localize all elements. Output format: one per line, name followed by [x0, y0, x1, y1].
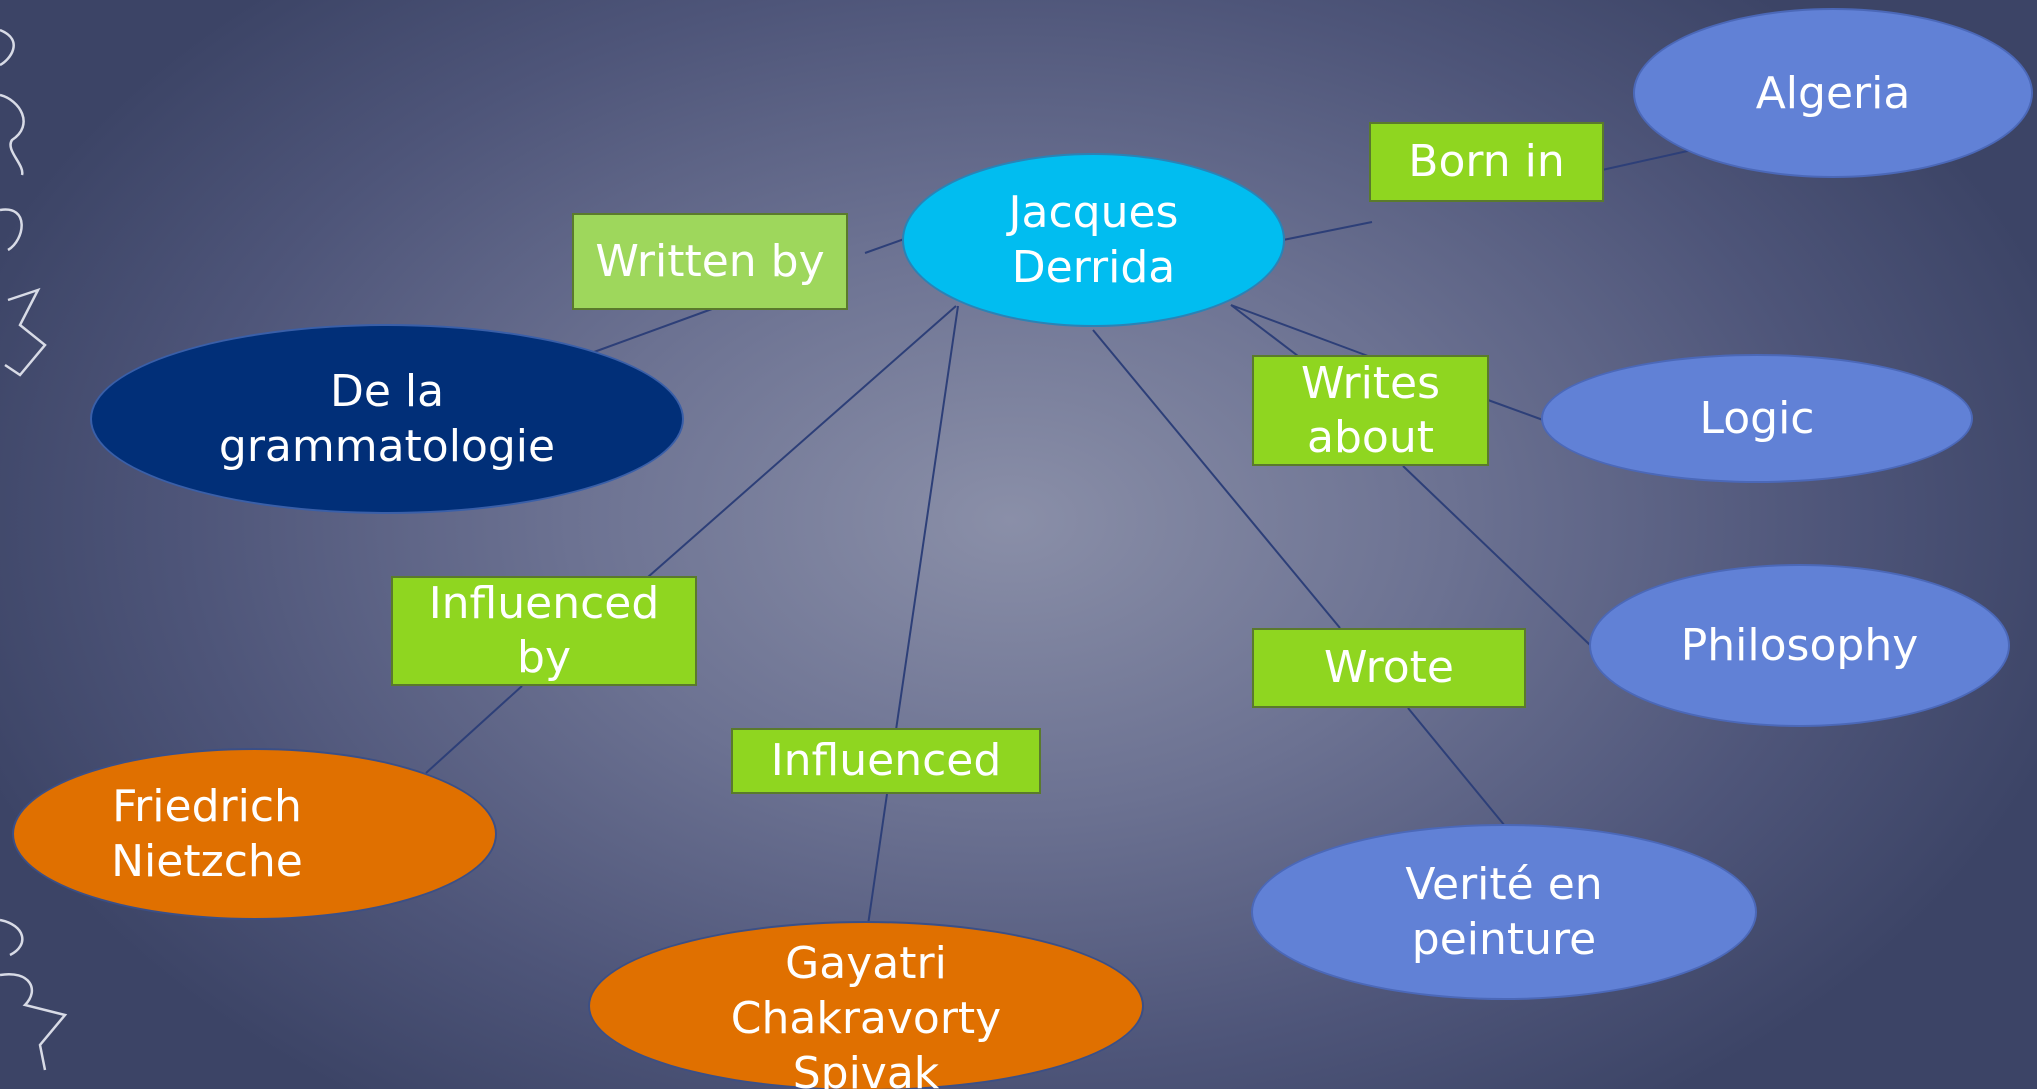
edge-writtenby-grammatologie [593, 308, 713, 353]
label-influenced-by-text: Influenced by [428, 578, 660, 683]
node-algeria-text: Algeria [1755, 67, 1911, 119]
node-jacques-derrida-text: Jacques Derrida [1008, 187, 1179, 293]
label-writes-about[interactable]: Writes about [1252, 355, 1489, 466]
edge-influencedby-nietzche [425, 685, 523, 774]
edge-center-writesabout-b [1230, 304, 1299, 357]
edge-center-bornin [1282, 221, 1373, 241]
label-influenced-by[interactable]: Influenced by [391, 576, 697, 686]
node-gayatri-spivak[interactable]: Gayatri Chakravorty Spivak [588, 921, 1144, 1089]
node-de-la-grammatologie[interactable]: De la grammatologie [90, 324, 684, 514]
edge-writesabout-logic [1487, 399, 1544, 421]
edge-center-influenced [895, 305, 959, 731]
label-written-by-text: Written by [595, 235, 825, 287]
edge-center-influencedby [647, 305, 957, 578]
puzzle-decoration-icon [0, 28, 68, 1071]
edge-center-wrote [1092, 329, 1341, 629]
node-algeria[interactable]: Algeria [1633, 8, 2033, 178]
node-friedrich-nietzche[interactable]: Friedrich Nietzche [12, 748, 497, 920]
node-logic-text: Logic [1699, 393, 1815, 444]
label-wrote[interactable]: Wrote [1252, 628, 1526, 708]
node-philosophy-text: Philosophy [1680, 620, 1919, 671]
edge-writesabout-philosophy [1402, 465, 1591, 646]
node-verite-en-peinture[interactable]: Verité en peinture [1251, 824, 1757, 1000]
label-born-in-text: Born in [1408, 136, 1565, 188]
label-written-by[interactable]: Written by [572, 213, 848, 310]
label-writes-about-text: Writes about [1300, 357, 1441, 463]
edge-center-writtenby [864, 237, 908, 254]
node-jacques-derrida[interactable]: Jacques Derrida [902, 153, 1285, 327]
node-philosophy[interactable]: Philosophy [1589, 564, 2010, 727]
node-grammatologie-text: De la grammatologie [218, 366, 556, 472]
node-verite-text: Verité en peinture [1405, 859, 1603, 965]
edge-bornin-algeria [1601, 149, 1693, 171]
edge-center-writesabout-a [1230, 304, 1369, 357]
label-influenced-text: Influenced [770, 735, 1002, 787]
node-logic[interactable]: Logic [1541, 354, 1973, 483]
label-born-in[interactable]: Born in [1369, 122, 1604, 202]
node-spivak-text: Gayatri Chakravorty Spivak [730, 937, 1002, 1089]
label-wrote-text: Wrote [1324, 642, 1454, 694]
node-nietzche-text: Friedrich Nietzche [111, 781, 303, 887]
edge-wrote-verite [1407, 707, 1506, 827]
label-influenced[interactable]: Influenced [731, 728, 1041, 794]
edge-influenced-spivak [867, 793, 888, 926]
